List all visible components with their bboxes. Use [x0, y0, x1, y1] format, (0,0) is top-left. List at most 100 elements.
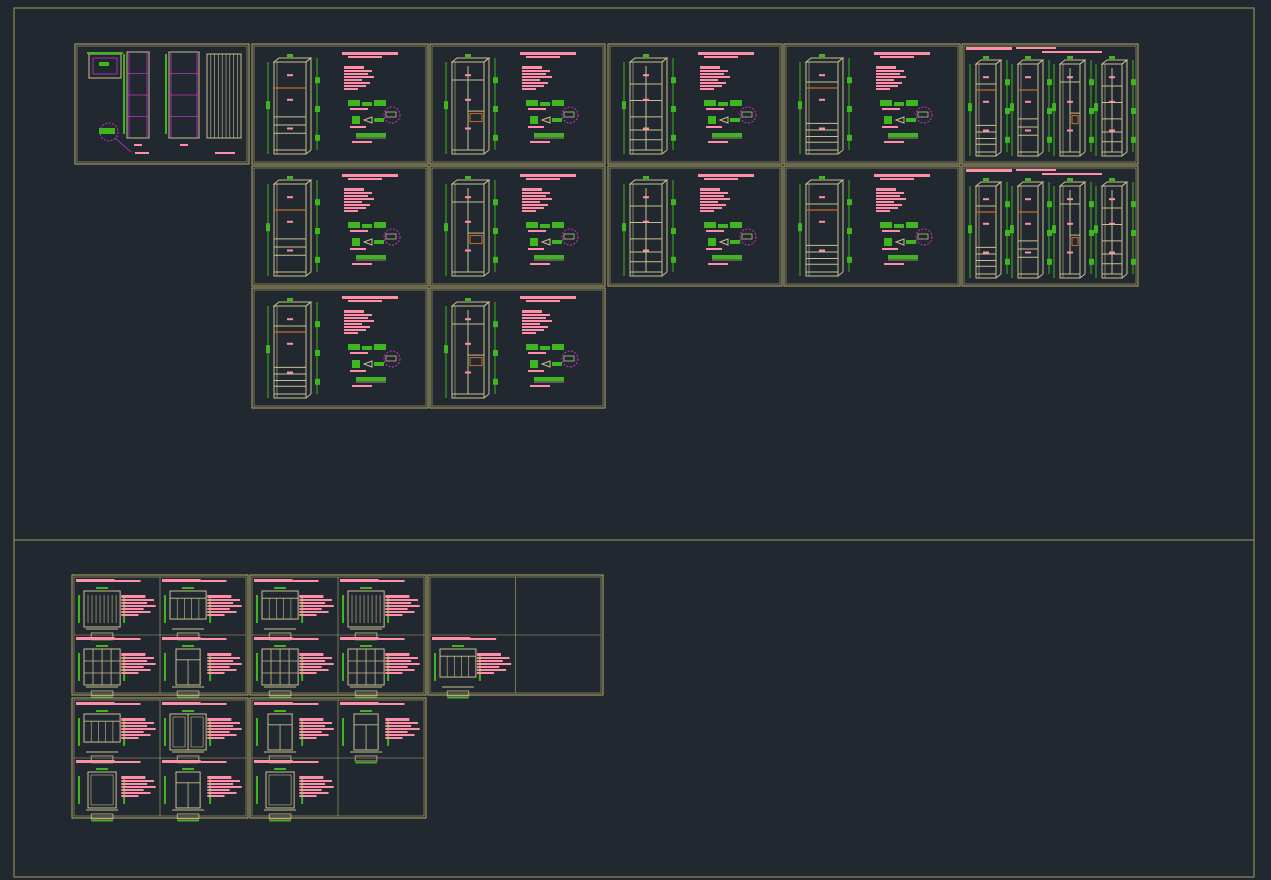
sheet-subtitle-bar	[704, 56, 738, 58]
cell-title-bar	[114, 761, 141, 763]
sheet-B0[interactable]	[71, 574, 249, 699]
dimension-tick	[847, 134, 852, 141]
annotation-line	[385, 666, 408, 668]
sheet-T7[interactable]	[429, 165, 606, 287]
sheet-T11[interactable]	[251, 287, 429, 409]
sheet-subtitle-bar	[880, 178, 914, 180]
annotation-line	[299, 725, 326, 727]
dimension-tick	[1047, 201, 1052, 208]
wardrobe-body	[273, 305, 307, 399]
annotation-line	[700, 82, 726, 84]
wardrobe-edge	[995, 151, 1002, 157]
hardware-detail	[906, 118, 916, 122]
annotation-line	[385, 722, 418, 724]
sheet-B1[interactable]	[249, 574, 427, 699]
annotation-line	[121, 611, 151, 613]
annotation-line	[121, 737, 139, 739]
lower-model-space-area	[13, 539, 1255, 878]
annotation-line	[522, 88, 536, 90]
handle-label	[983, 76, 989, 79]
sheet-T1[interactable]	[251, 43, 429, 165]
sheet-T6[interactable]	[251, 165, 429, 287]
sheet-B2[interactable]	[427, 574, 604, 699]
annotation-line	[876, 70, 904, 72]
annotation-line	[700, 188, 720, 191]
dimension-tick	[968, 103, 972, 112]
dimension-tick	[1131, 201, 1136, 208]
hardware-detail	[374, 344, 386, 350]
sheet-border-outer	[251, 165, 429, 287]
wardrobe-edge	[305, 301, 312, 307]
sheet-T2[interactable]	[429, 43, 606, 165]
sheet-subtitle-bar	[880, 56, 914, 58]
hinge-arrow	[540, 116, 551, 124]
sheet-border-outer	[783, 43, 961, 165]
hardware-detail	[362, 102, 372, 106]
cabinet-front	[261, 590, 299, 620]
sheet-T12[interactable]	[429, 287, 606, 409]
sheet-T9[interactable]	[783, 165, 961, 287]
sheet-B3[interactable]	[71, 697, 249, 822]
sheet-subtitle-bar	[348, 300, 382, 302]
sheet-T0[interactable]	[74, 43, 250, 165]
annotation-line	[344, 195, 368, 197]
annotation-line	[121, 786, 156, 788]
sheet-border-inner	[76, 45, 248, 163]
dimension-tick	[671, 256, 676, 263]
sheet-title-bar	[966, 47, 1012, 50]
annotation-line	[299, 653, 324, 656]
dimension-tick	[266, 223, 270, 232]
sheet-title-bar	[874, 52, 930, 55]
annotation-line	[121, 602, 148, 604]
hinge-arrow	[540, 238, 551, 246]
dimension-chain	[256, 653, 258, 681]
annotation-line	[299, 776, 324, 779]
sheet-T3[interactable]	[607, 43, 783, 165]
hardware-detail	[526, 222, 538, 228]
dimension-chain	[342, 595, 344, 623]
annotation-line	[350, 126, 366, 128]
hardware-detail	[708, 116, 716, 124]
wardrobe-edge	[837, 271, 844, 277]
annotation-line	[700, 192, 728, 194]
sheet-border-inner	[963, 167, 1137, 285]
dimension-tick	[1089, 79, 1094, 86]
annotation-line	[352, 141, 372, 143]
dimension-tick	[493, 350, 498, 356]
hardware-detail	[374, 362, 384, 366]
hinge-arrow	[362, 238, 373, 246]
dimension-tick	[1089, 108, 1094, 114]
annotation-line	[350, 248, 366, 250]
sheet-T8[interactable]	[607, 165, 783, 287]
hinge-arrow	[894, 116, 905, 124]
hardware-detail	[718, 102, 728, 106]
wardrobe-edge	[1037, 273, 1044, 279]
annotation-line	[299, 786, 334, 788]
annotation-line	[121, 795, 139, 797]
hardware-detail	[374, 240, 384, 244]
handle-label	[1067, 100, 1073, 103]
sheet-border-outer	[427, 574, 604, 696]
annotation-line	[477, 657, 510, 659]
sheet-T10[interactable]	[961, 165, 1139, 287]
hinge-arrow	[718, 238, 729, 246]
sheet-T5[interactable]	[961, 43, 1139, 165]
sheet-T4[interactable]	[783, 43, 961, 165]
hardware-detail	[540, 224, 550, 228]
handle-label	[465, 196, 471, 199]
sheet-border-inner	[609, 167, 781, 285]
hardware-detail	[552, 118, 562, 122]
annotation-line	[207, 669, 237, 671]
cabinet-plan	[268, 690, 292, 697]
wardrobe-body	[805, 61, 839, 155]
dimension-chain	[182, 587, 195, 589]
handle-label	[1025, 251, 1031, 254]
hardware-detail	[552, 344, 564, 350]
annotation-line	[344, 323, 362, 325]
annotation-line	[708, 263, 728, 265]
detail-callout-circle	[561, 228, 579, 246]
wardrobe-body	[629, 61, 663, 155]
sheet-B4[interactable]	[249, 697, 427, 822]
